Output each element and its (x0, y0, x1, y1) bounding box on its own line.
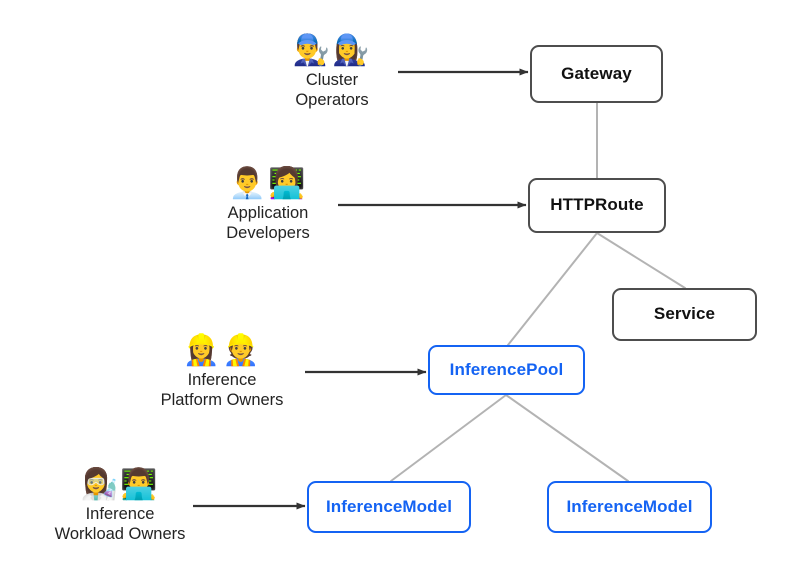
actor-inference-workload-owners: 👩‍🔬👨‍💻 Inference Workload Owners (32, 468, 208, 544)
node-label: InferenceModel (566, 496, 693, 516)
node-inferencemodel-right[interactable]: InferenceModel (547, 481, 712, 533)
link-inferencepool-model-right (505, 394, 629, 482)
arrow-lines (193, 68, 529, 510)
node-httproute[interactable]: HTTPRoute (528, 178, 666, 233)
office-worker-technologist-pair-icon: 👨‍💼👩‍💻 (228, 167, 308, 200)
scientist-technologist-pair-icon: 👩‍🔬👨‍💻 (80, 468, 160, 501)
actor-label: Application Developers (226, 204, 310, 242)
actor-label: Inference Platform Owners (160, 371, 284, 409)
actor-inference-platform-owners: 👷‍♀️👷 Inference Platform Owners (134, 334, 310, 410)
link-httproute-service (596, 232, 686, 289)
node-inferencemodel-left[interactable]: InferenceModel (307, 481, 471, 533)
node-label: Service (653, 304, 716, 324)
node-label: HTTPRoute (550, 195, 644, 215)
node-label: InferencePool (449, 359, 564, 379)
node-gateway[interactable]: Gateway (530, 45, 663, 103)
link-httproute-inferencepool (507, 232, 598, 346)
actor-label: Cluster Operators (295, 71, 369, 109)
node-label: Gateway (561, 63, 632, 83)
mechanic-pair-icon: 👨‍🔧👩‍🔧 (292, 34, 372, 67)
node-service[interactable]: Service (612, 288, 757, 341)
node-label: InferenceModel (325, 496, 453, 516)
actor-cluster-operators: 👨‍🔧👩‍🔧 Cluster Operators (244, 34, 420, 110)
actor-application-developers: 👨‍💼👩‍💻 Application Developers (180, 167, 356, 243)
link-inferencepool-model-left (390, 394, 507, 482)
actor-label: Inference Workload Owners (54, 505, 186, 543)
construction-worker-pair-icon: 👷‍♀️👷 (182, 334, 262, 367)
node-inferencepool[interactable]: InferencePool (428, 345, 585, 395)
